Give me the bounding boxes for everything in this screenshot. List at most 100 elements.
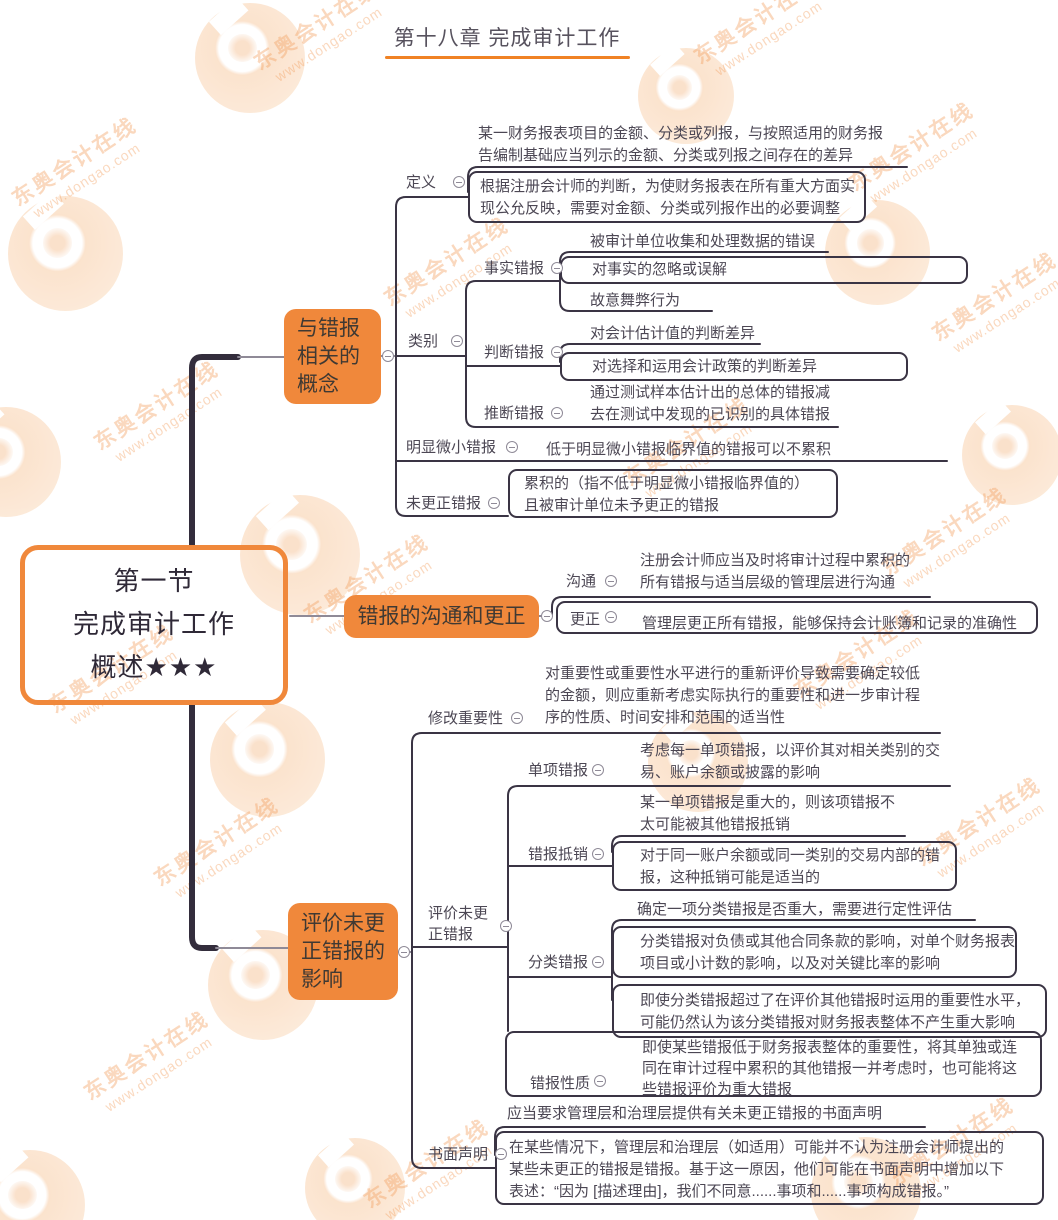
leaf-judgmental-2[interactable]: 对选择和运用会计政策的判断差异	[560, 352, 908, 381]
node-factual-misstatement[interactable]: 事实错报	[484, 260, 545, 277]
node-uncorrected-misstatement[interactable]: 未更正错报	[406, 495, 482, 512]
leaf-line: 的金额，则应重新考虑实际执行的重要性和进一步审计程	[545, 687, 921, 704]
leaf-line: 太可能被其他错报抵销	[640, 816, 791, 833]
leaf-offsetting-1[interactable]: 某一单项错报是重大的，则该项错报不 太可能被其他错报抵销	[640, 792, 895, 836]
leaf-line: 对重要性或重要性水平进行的重新评价导致需要确定较低	[545, 665, 921, 682]
leaf-written-2[interactable]: 在某些情况下，管理层和治理层（如适用）可能并不认为注册会计师提出的 某些未更正的…	[495, 1131, 1044, 1205]
branch-concepts-line: 概念	[297, 373, 339, 396]
leaf-line: 告编制基础应当列示的金额、分类或列报之间存在的差异	[478, 147, 854, 164]
leaf-classification-3[interactable]: 即使分类错报超过了在评价其他错报时运用的重要性水平， 可能仍然认为该分类错报对财…	[612, 984, 1047, 1038]
node-communicate[interactable]: 沟通	[566, 573, 597, 590]
page-title: 第十八章 完成审计工作	[393, 27, 621, 50]
leaf-line: 考虑每一单项错报，以评价其对相关类别的交	[640, 742, 941, 759]
collapse-icon[interactable]	[605, 575, 617, 587]
branch-concepts-line: 相关的	[297, 345, 360, 368]
leaf-line: 项目或小计数的影响，以及对关键比率的影响	[640, 955, 941, 972]
collapse-icon[interactable]	[605, 611, 617, 623]
root-node-line: 概述★★★	[90, 652, 218, 682]
leaf-line: 所有错报与适当层级的管理层进行沟通	[640, 574, 896, 591]
node-projected-misstatement[interactable]: 推断错报	[484, 405, 545, 422]
leaf-line: 易、账户余额或披露的影响	[640, 764, 821, 781]
node-individual-misstatement[interactable]: 单项错报	[528, 762, 589, 779]
collapse-icon[interactable]	[382, 350, 394, 362]
leaf-individual[interactable]: 考虑每一单项错报，以评价其对相关类别的交 易、账户余额或披露的影响	[640, 740, 940, 784]
leaf-classification-1[interactable]: 确定一项分类错报是否重大，需要进行定性评估	[637, 901, 953, 918]
root-node-line: 完成审计工作	[72, 609, 235, 639]
leaf-uncorrected[interactable]: 累积的（指不低于明显微小错报临界值的） 且被审计单位未予更正的错报	[508, 469, 838, 518]
leaf-factual-2[interactable]: 对事实的忽略或误解	[560, 256, 968, 284]
leaf-nature-box[interactable]: 错报性质 即使某些错报低于财务报表整体的重要性，将其单独或连 同在审计过程中累积…	[505, 1031, 1042, 1098]
leaf-line: 序的性质、时间安排和范围的适当性	[545, 709, 786, 726]
leaf-line: 在某些情况下，管理层和治理层（如适用）可能并不认为注册会计师提出的	[509, 1139, 1005, 1156]
leaf-line: 通过测试样本估计出的总体的错报减	[590, 384, 831, 401]
leaf-line: 即使分类错报超过了在评价其他错报时运用的重要性水平，	[640, 992, 1031, 1009]
leaf-projected[interactable]: 通过测试样本估计出的总体的错报减 去在测试中发现的已识别的具体错报	[590, 382, 830, 426]
collapse-icon[interactable]	[511, 712, 523, 724]
leaf-communicate[interactable]: 注册会计师应当及时将审计过程中累积的 所有错报与适当层级的管理层进行沟通	[640, 550, 910, 594]
branch-concepts-line: 与错报	[297, 317, 360, 340]
leaf-line: 表述：“因为 [描述理由]，我们不同意......事项和......事项构成错报…	[509, 1183, 950, 1200]
collapse-icon[interactable]	[551, 346, 563, 358]
leaf-classification-2[interactable]: 分类错报对负债或其他合同条款的影响，对单个财务报表 项目或小计数的影响，以及对关…	[612, 926, 1017, 978]
leaf-line: 某一财务报表项目的金额、分类或列报，与按照适用的财务报	[478, 125, 884, 142]
collapse-icon[interactable]	[551, 407, 563, 419]
leaf-correct-box[interactable]: 更正 管理层更正所有错报，能够保持会计账簿和记录的准确性	[556, 601, 1038, 634]
leaf-factual-3[interactable]: 故意舞弊行为	[590, 292, 681, 309]
collapse-icon[interactable]	[453, 176, 465, 188]
leaf-line: 管理层更正所有错报，能够保持会计账簿和记录的准确性	[642, 615, 1018, 632]
node-definition[interactable]: 定义	[406, 174, 437, 191]
branch-evaluation-line: 影响	[301, 968, 343, 991]
collapse-icon[interactable]	[451, 335, 463, 347]
leaf-trivial[interactable]: 低于明显微小错报临界值的错报可以不累积	[546, 441, 832, 458]
leaf-line: 累积的（指不低于明显微小错报临界值的）	[524, 475, 810, 492]
collapse-icon[interactable]	[488, 497, 500, 509]
node-written-statement[interactable]: 书面声明	[428, 1146, 489, 1163]
node-revise-materiality[interactable]: 修改重要性	[428, 710, 504, 727]
branch-evaluation[interactable]: 评价未更 正错报的 影响	[288, 903, 398, 1000]
root-node[interactable]: 第一节 完成审计工作 概述★★★	[20, 545, 288, 705]
node-offsetting-misstatement[interactable]: 错报抵销	[528, 846, 589, 863]
leaf-definition-difference[interactable]: 某一财务报表项目的金额、分类或列报，与按照适用的财务报 告编制基础应当列示的金额…	[478, 123, 883, 167]
collapse-icon[interactable]	[594, 1075, 606, 1087]
leaf-line: 某些未更正的错报是错报。基于这一原因，他们可能在书面声明中增加以下	[509, 1161, 1005, 1178]
collapse-icon[interactable]	[506, 441, 518, 453]
branch-concepts[interactable]: 与错报 相关的 概念	[284, 309, 381, 404]
node-judgmental-misstatement[interactable]: 判断错报	[484, 344, 545, 361]
collapse-icon[interactable]	[592, 848, 604, 860]
leaf-line: 去在测试中发现的已识别的具体错报	[590, 406, 831, 423]
branch-communication[interactable]: 错报的沟通和更正	[344, 595, 539, 638]
leaf-line: 注册会计师应当及时将审计过程中累积的	[640, 552, 911, 569]
collapse-icon[interactable]	[541, 610, 553, 622]
collapse-icon[interactable]	[592, 764, 604, 776]
node-category[interactable]: 类别	[408, 333, 439, 350]
leaf-line: 对于同一账户余额或同一类别的交易内部的错	[640, 847, 941, 864]
branch-evaluation-line: 评价未更	[301, 912, 385, 935]
title-underline	[385, 56, 630, 59]
root-node-line: 第一节	[113, 566, 195, 596]
node-line: 正错报	[428, 926, 474, 943]
leaf-definition-adjustment[interactable]: 根据注册会计师的判断，为使财务报表在所有重大方面实 现公允反映，需要对金额、分类…	[468, 171, 866, 223]
collapse-icon[interactable]	[592, 956, 604, 968]
node-evaluate-uncorrected[interactable]: 评价未更 正错报	[428, 903, 488, 945]
leaf-line: 分类错报对负债或其他合同条款的影响，对单个财务报表	[640, 933, 1016, 950]
leaf-line: 可能仍然认为该分类错报对财务报表整体不产生重大影响	[640, 1014, 1016, 1031]
leaf-written-1[interactable]: 应当要求管理层和治理层提供有关未更正错报的书面声明	[507, 1105, 883, 1122]
branch-evaluation-line: 正错报的	[301, 940, 385, 963]
collapse-icon[interactable]	[398, 946, 410, 958]
leaf-revise-materiality[interactable]: 对重要性或重要性水平进行的重新评价导致需要确定较低 的金额，则应重新考虑实际执行…	[545, 663, 920, 729]
node-classification-misstatement[interactable]: 分类错报	[528, 954, 589, 971]
leaf-line: 某一单项错报是重大的，则该项错报不	[640, 794, 896, 811]
collapse-icon[interactable]	[500, 920, 512, 932]
leaf-judgmental-1[interactable]: 对会计估计值的判断差异	[590, 325, 756, 342]
collapse-icon[interactable]	[551, 262, 563, 274]
collapse-icon[interactable]	[495, 1148, 507, 1160]
node-correct[interactable]: 更正	[570, 611, 601, 628]
leaf-line: 些错报评价为重大错报	[642, 1081, 793, 1098]
node-trivial-misstatement[interactable]: 明显微小错报	[406, 439, 497, 456]
node-nature-of-misstatement[interactable]: 错报性质	[530, 1075, 591, 1092]
leaf-offsetting-2[interactable]: 对于同一账户余额或同一类别的交易内部的错 报，这种抵销可能是适当的	[612, 841, 957, 891]
leaf-line: 报，这种抵销可能是适当的	[640, 869, 821, 886]
leaf-factual-1[interactable]: 被审计单位收集和处理数据的错误	[590, 233, 816, 250]
leaf-line: 根据注册会计师的判断，为使财务报表在所有重大方面实	[480, 178, 856, 195]
